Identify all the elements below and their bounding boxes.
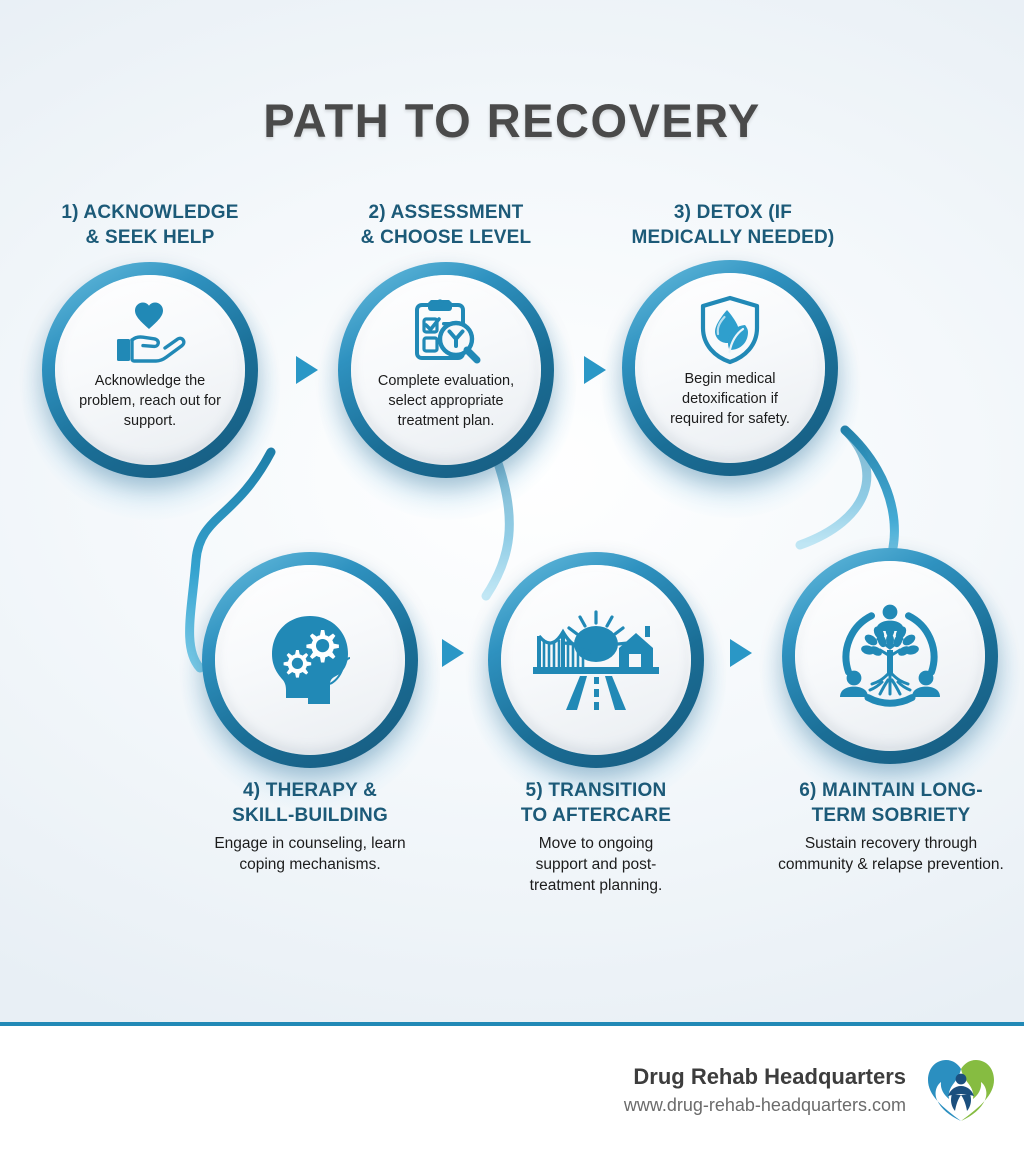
step-node-2-inner: Complete evaluation, select appropriate … [351, 275, 541, 465]
step-node-6-inner [795, 561, 985, 751]
step-heading-6-line2: TERM SOBRIETY [811, 805, 971, 826]
bridge-sun-house-road-icon [533, 610, 659, 710]
step-node-5[interactable] [488, 552, 704, 768]
step-node-5-inner [501, 565, 691, 755]
step-node-1-inner: Acknowledge the problem, reach out for s… [55, 275, 245, 465]
step-node-4-inner [215, 565, 405, 755]
step-node-3[interactable]: Begin medical detoxification if required… [622, 260, 838, 476]
arrow-step1-to-step2 [267, 356, 318, 384]
step-caption-4: Engage in counseling, learn coping mecha… [214, 835, 406, 873]
tree-community-icon [838, 604, 942, 708]
step-heading-5-line2: TO AFTERCARE [520, 805, 672, 826]
arrow-step2-to-step3 [555, 356, 606, 384]
step-heading-1: 1) ACKNOWLEDGE & SEEK HELP [30, 200, 270, 250]
step-heading-4-line2: SKILL-BUILDING [232, 805, 388, 826]
infographic-canvas: PATH TO RECOVERY [0, 0, 1024, 1026]
step-heading-4: 4) THERAPY & SKILL-BUILDING [190, 778, 430, 828]
brand-text-block: Drug Rehab Headquarters www.drug-rehab-h… [624, 1062, 906, 1118]
step-heading-2-line1: 2) ASSESSMENT [368, 202, 524, 223]
head-gears-icon [264, 612, 356, 708]
step-node-2[interactable]: Complete evaluation, select appropriate … [338, 262, 554, 478]
step-heading-5: 5) TRANSITION TO AFTERCARE [478, 778, 714, 828]
footer-divider [0, 1022, 1024, 1026]
step-heading-6: 6) MAINTAIN LONG- TERM SOBRIETY [766, 778, 1016, 828]
step-node-1[interactable]: Acknowledge the problem, reach out for s… [42, 262, 258, 478]
step-heading-2: 2) ASSESSMENT & CHOOSE LEVEL [326, 200, 566, 250]
heart-people-logo [922, 1049, 1000, 1132]
brand-name: Drug Rehab Headquarters [633, 1064, 906, 1089]
arrow-step5-to-step6 [701, 639, 752, 667]
step-node-6[interactable] [782, 548, 998, 764]
arrow-step4-to-step5 [413, 639, 464, 667]
step-heading-2-line2: & CHOOSE LEVEL [360, 227, 532, 248]
step-description-1: Acknowledge the problem, reach out for s… [79, 373, 221, 429]
clipboard-magnifier-icon [411, 297, 481, 367]
step-heading-3-line2: MEDICALLY NEEDED) [631, 227, 835, 248]
step-caption-6: Sustain recovery through community & rel… [778, 835, 1004, 873]
step-heading-5-line1: 5) TRANSITION [525, 780, 667, 801]
hand-holding-heart-icon [113, 297, 187, 367]
step-heading-1-line2: & SEEK HELP [85, 227, 215, 248]
step-heading-3: 3) DETOX (IF MEDICALLY NEEDED) [606, 200, 860, 250]
page-title: PATH TO RECOVERY [263, 94, 761, 148]
brand-url[interactable]: www.drug-rehab-headquarters.com [623, 1095, 906, 1115]
step-caption-5: Move to ongoing support and post-treatme… [529, 835, 663, 894]
footer-brand-bar: Drug Rehab Headquarters www.drug-rehab-h… [0, 1026, 1024, 1154]
step-heading-4-line1: 4) THERAPY & [242, 780, 378, 801]
step-heading-6-line1: 6) MAINTAIN LONG- [799, 780, 983, 801]
shield-droplet-leaf-icon [697, 295, 763, 365]
step-description-3: Begin medical detoxification if required… [670, 371, 790, 427]
step-node-4[interactable] [202, 552, 418, 768]
step-heading-3-line1: 3) DETOX (IF [673, 202, 793, 223]
step-node-3-inner: Begin medical detoxification if required… [635, 273, 825, 463]
step-heading-1-line1: 1) ACKNOWLEDGE [61, 202, 239, 223]
step-description-2: Complete evaluation, select appropriate … [377, 373, 515, 429]
